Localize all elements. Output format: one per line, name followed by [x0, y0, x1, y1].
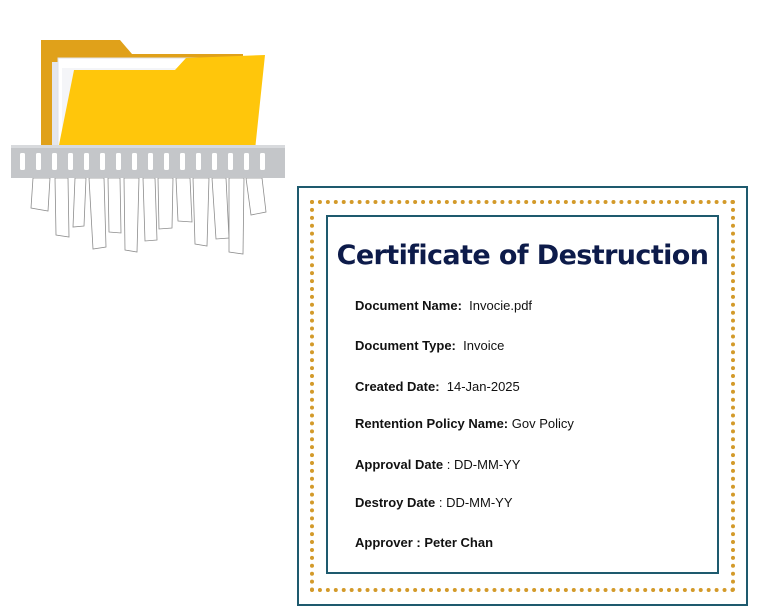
field-destroy-date: Destroy Date : DD-MM-YY	[355, 495, 513, 510]
field-value: 14-Jan-2025	[446, 379, 520, 394]
field-approval-date: Approval Date : DD-MM-YY	[355, 457, 520, 472]
certificate-inner-border	[326, 215, 719, 574]
field-value: Gov Policy	[511, 416, 574, 431]
field-label: Created Date:	[355, 379, 440, 394]
field-label: Destroy Date	[355, 495, 436, 510]
field-value: Peter Chan	[424, 535, 494, 550]
field-value: DD-MM-YY	[446, 495, 513, 510]
field-separator: :	[416, 535, 421, 550]
field-value: Invocie.pdf	[469, 298, 533, 313]
field-label: Document Name:	[355, 298, 462, 313]
field-label: Approval Date	[355, 457, 444, 472]
folder-shredder-icon	[0, 0, 300, 270]
dotted-border	[310, 200, 735, 592]
field-separator: :	[438, 495, 443, 510]
field-retention-policy: Rentention Policy Name: Gov Policy	[355, 416, 574, 431]
certificate-title: Certificate of Destruction	[336, 240, 709, 271]
field-separator: :	[446, 457, 451, 472]
field-value: DD-MM-YY	[454, 457, 521, 472]
field-document-name: Document Name: Invocie.pdf	[355, 298, 532, 313]
field-value: Invoice	[463, 338, 505, 353]
field-approver: Approver : Peter Chan	[355, 535, 493, 550]
field-document-type: Document Type: Invoice	[355, 338, 504, 353]
field-label: Rentention Policy Name:	[355, 416, 509, 431]
certificate-frame	[297, 186, 748, 606]
field-label: Document Type:	[355, 338, 456, 353]
field-label: Approver	[355, 535, 413, 550]
field-created-date: Created Date: 14-Jan-2025	[355, 379, 520, 394]
